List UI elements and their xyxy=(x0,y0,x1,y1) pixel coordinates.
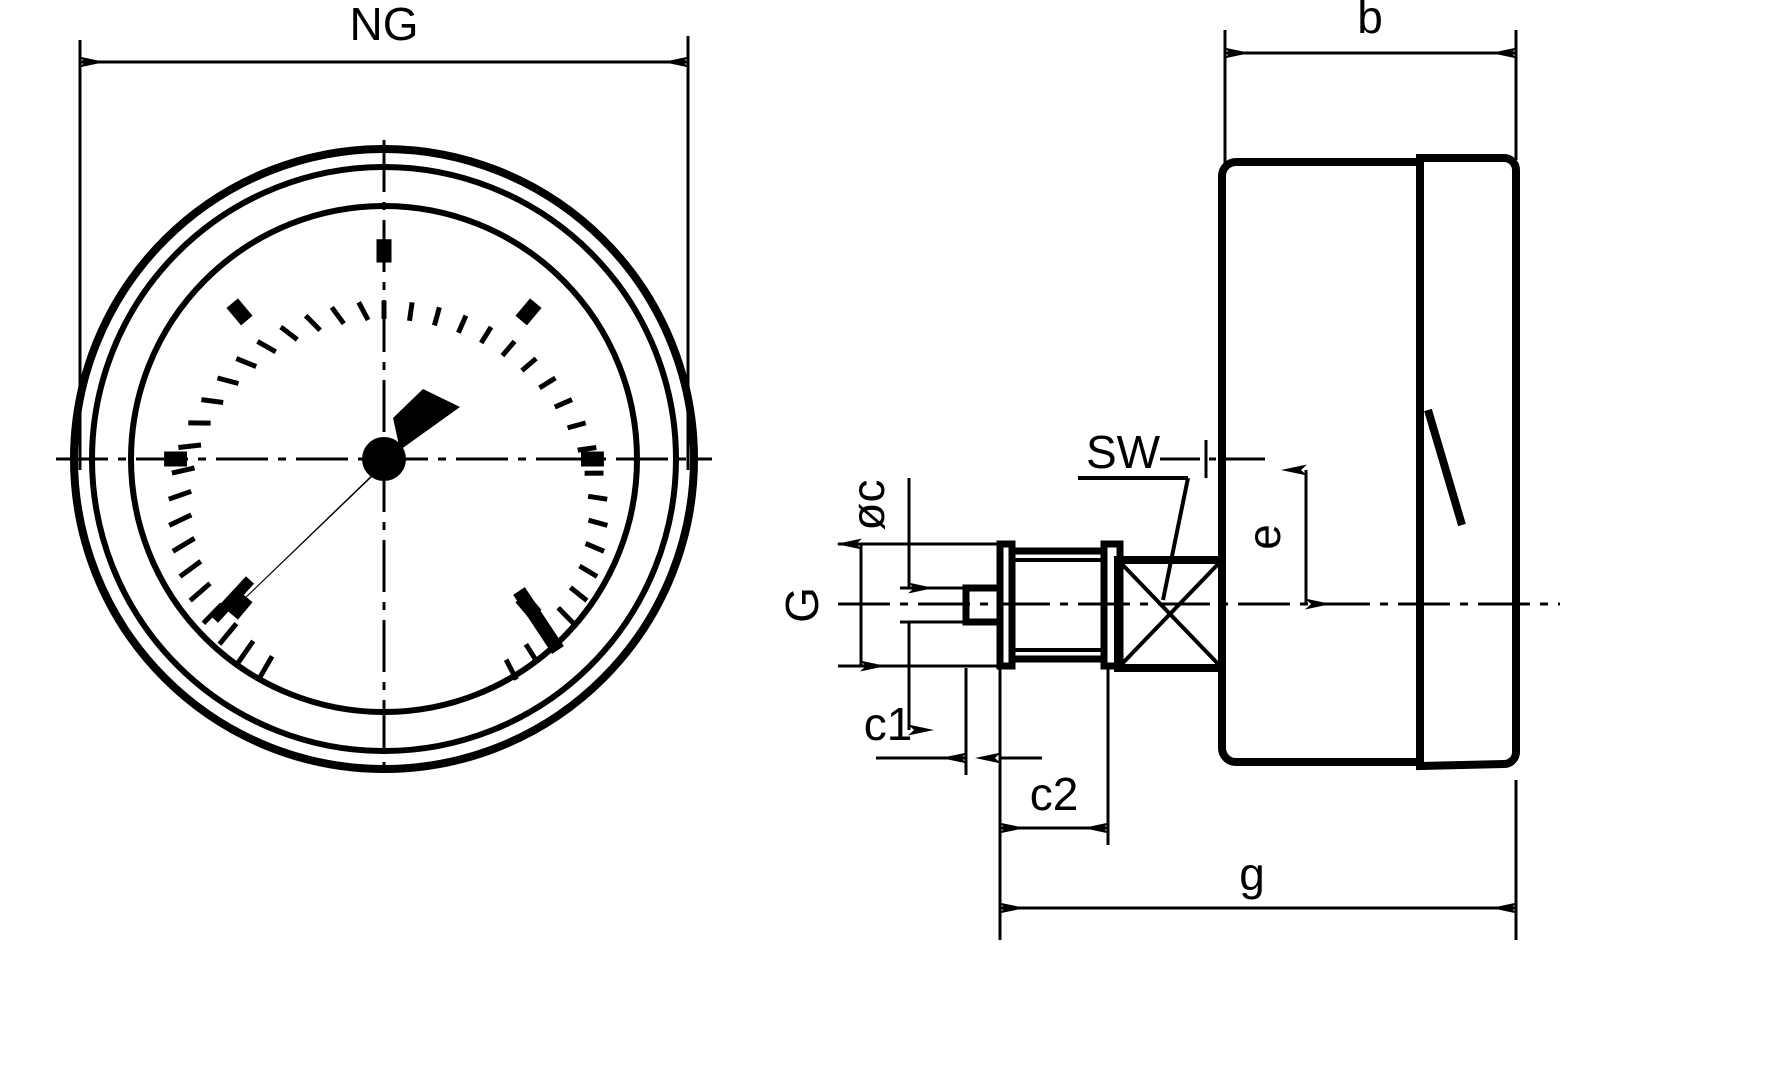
scale-minor-ticks xyxy=(167,300,609,681)
side-view: b SW xyxy=(776,0,1560,940)
front-view: NG xyxy=(56,0,712,775)
phi-c-label: øc xyxy=(842,479,894,530)
dimension-g-thread: G xyxy=(776,538,1000,672)
pointer-tip-cross xyxy=(209,576,255,623)
bezel-inner-ring xyxy=(89,164,679,754)
bezel-outer-ring xyxy=(70,145,698,773)
bezel-ring-profile xyxy=(1416,154,1520,771)
g-thread-label: G xyxy=(776,587,828,623)
dimension-phi-c: øc xyxy=(842,478,1000,736)
label-sw: SW xyxy=(1078,426,1190,601)
ng-label: NG xyxy=(350,0,419,50)
dimension-g-overall: g xyxy=(998,780,1518,940)
thread-collar xyxy=(1100,540,1124,670)
pointer-needle xyxy=(209,389,460,623)
hex-cross-2 xyxy=(1116,558,1224,670)
dimension-e: e xyxy=(1238,464,1331,610)
pointer-blade xyxy=(232,454,396,610)
g-label: g xyxy=(1239,848,1265,900)
e-label: e xyxy=(1238,524,1290,550)
dimension-ng: NG xyxy=(78,0,690,470)
scale-major-outer xyxy=(513,587,564,654)
pointer-tail xyxy=(393,389,460,450)
dial-rim xyxy=(128,203,640,715)
gauge-case xyxy=(1218,154,1520,771)
process-connection xyxy=(962,540,1124,670)
b-label: b xyxy=(1357,0,1383,43)
dimension-c2: c2 xyxy=(998,668,1110,845)
dimension-b: b xyxy=(1223,0,1518,170)
c2-label: c2 xyxy=(1030,768,1079,820)
pointer-hub xyxy=(362,437,406,481)
sw-label: SW xyxy=(1086,426,1161,478)
c1-label: c1 xyxy=(864,698,913,750)
window-hatch-mark xyxy=(1424,408,1466,527)
sw-leader-slant xyxy=(1161,477,1190,601)
